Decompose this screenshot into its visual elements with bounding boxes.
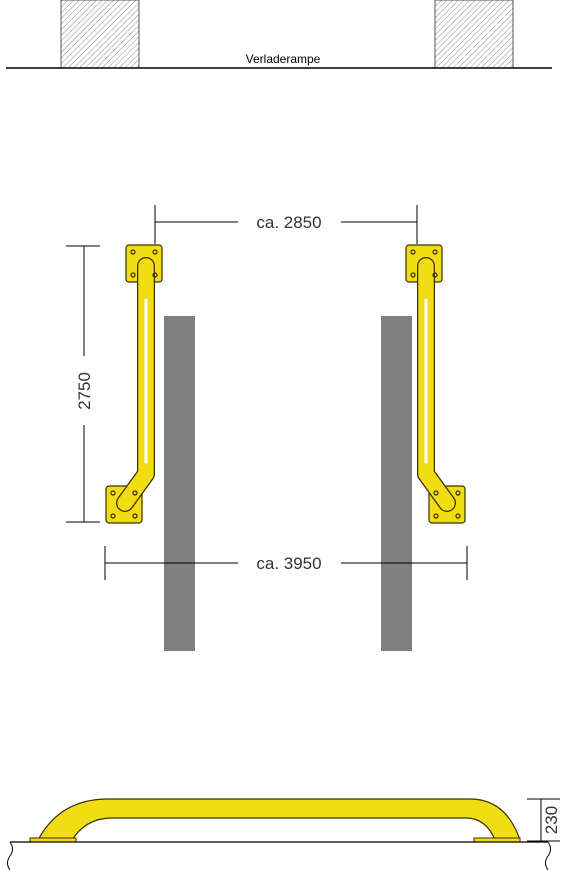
pillar-right [434,0,514,69]
dimension-guard-height [527,798,560,842]
ramp-label: Verladerampe [246,52,321,66]
floor-break-right [545,841,551,870]
dimension-guard-length-label: 2750 [75,372,94,410]
plan-view: ca. 2850 2750 ca. 3950 [66,205,468,651]
side-elevation: 230 [7,798,561,870]
ramp-section: Verladerampe [6,0,552,69]
guard-tube-side [37,798,521,841]
bumper-guard-right [405,244,466,524]
dimension-lane-width [104,546,468,580]
dimension-guard-spacing-label: ca. 2850 [256,213,321,232]
floor-break-left [7,841,13,870]
pillar-left [60,0,140,69]
dimension-guard-spacing [154,205,418,244]
lane-marking-right [381,316,412,651]
dimension-lane-width-label: ca. 3950 [256,554,321,573]
lane-marking-left [164,316,195,651]
dimension-guard-length [66,245,100,523]
dimension-guard-height-label: 230 [542,806,561,834]
bumper-guard-left [105,244,163,524]
